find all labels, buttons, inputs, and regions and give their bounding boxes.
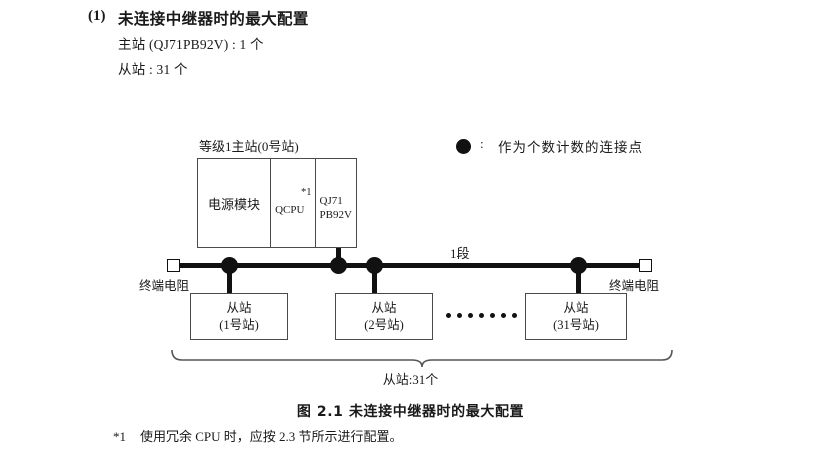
ellipsis-dot	[446, 313, 451, 318]
drop-line-slave-1	[227, 265, 232, 294]
master-station-rack: 电源模块 *1 QCPU QJ71 PB92V	[197, 158, 357, 248]
slave-station-box-31: 从站 (31号站)	[525, 293, 627, 340]
module-net-line1: QJ71	[319, 195, 343, 207]
footnote-text: 使用冗余 CPU 时，应按 2.3 节所示进行配置。	[140, 429, 403, 444]
ellipsis-dot	[457, 313, 462, 318]
module-power-supply: 电源模块	[198, 159, 272, 247]
legend-colon: :	[480, 136, 484, 151]
connection-node-slave-2	[366, 257, 383, 274]
terminator-left-icon	[167, 259, 180, 272]
ellipsis-dot	[490, 313, 495, 318]
slave-station-number-1: (1号站)	[219, 317, 259, 332]
page-title: 未连接中继器时的最大配置	[118, 10, 309, 28]
spec-slave-count: 从站 : 31 个	[118, 62, 188, 77]
legend-label: 作为个数计数的连接点	[498, 140, 643, 155]
connection-node-master	[330, 257, 347, 274]
ellipsis-dot	[468, 313, 473, 318]
slave-station-box-2: 从站 (2号站)	[335, 293, 433, 340]
segment-label: 1段	[450, 246, 470, 261]
module-qcpu: *1 QCPU	[271, 159, 316, 247]
slave-station-title-31: 从站	[563, 300, 589, 315]
drop-line-slave-2	[372, 265, 377, 294]
filled-circle-icon	[456, 139, 471, 154]
slave-station-title-2: 从站	[371, 300, 397, 315]
slave-station-number-2: (2号站)	[364, 317, 404, 332]
slave-station-number-31: (31号站)	[553, 317, 599, 332]
bus-trunk-line	[177, 263, 644, 268]
terminator-left-label: 终端电阻	[139, 279, 190, 293]
module-qj71pb92v-label: QJ71 PB92V	[320, 195, 352, 223]
ellipsis-dot	[501, 313, 506, 318]
spec-master-count: 主站 (QJ71PB92V) : 1 个	[118, 37, 264, 52]
slave-group-label: 从站:31个	[382, 372, 439, 387]
connection-node-slave-31	[570, 257, 587, 274]
connection-node-slave-1	[221, 257, 238, 274]
module-power-supply-label: 电源模块	[208, 196, 261, 212]
module-net-line2: PB92V	[319, 208, 352, 221]
footnote-mark: *1	[113, 429, 126, 444]
qcpu-footnote-mark: *1	[301, 187, 312, 198]
slave-station-box-1: 从站 (1号站)	[190, 293, 288, 340]
slave-group-brace	[171, 349, 673, 368]
terminator-right-icon	[639, 259, 652, 272]
heading-number: (1)	[88, 8, 106, 24]
drop-line-slave-31	[576, 265, 581, 294]
module-qcpu-label: QCPU	[275, 204, 305, 216]
master-station-caption: 等级1主站(0号站)	[199, 139, 299, 154]
figure-caption: 图 2.1 未连接中继器时的最大配置	[296, 404, 525, 420]
slave-station-title-1: 从站	[226, 300, 252, 315]
ellipsis-dot	[479, 313, 484, 318]
ellipsis-dots-icon	[446, 313, 517, 318]
module-qj71pb92v: QJ71 PB92V	[316, 159, 356, 247]
ellipsis-dot	[512, 313, 517, 318]
footnote: *1 使用冗余 CPU 时，应按 2.3 节所示进行配置。	[113, 426, 403, 445]
terminator-right-label: 终端电阻	[609, 279, 660, 293]
